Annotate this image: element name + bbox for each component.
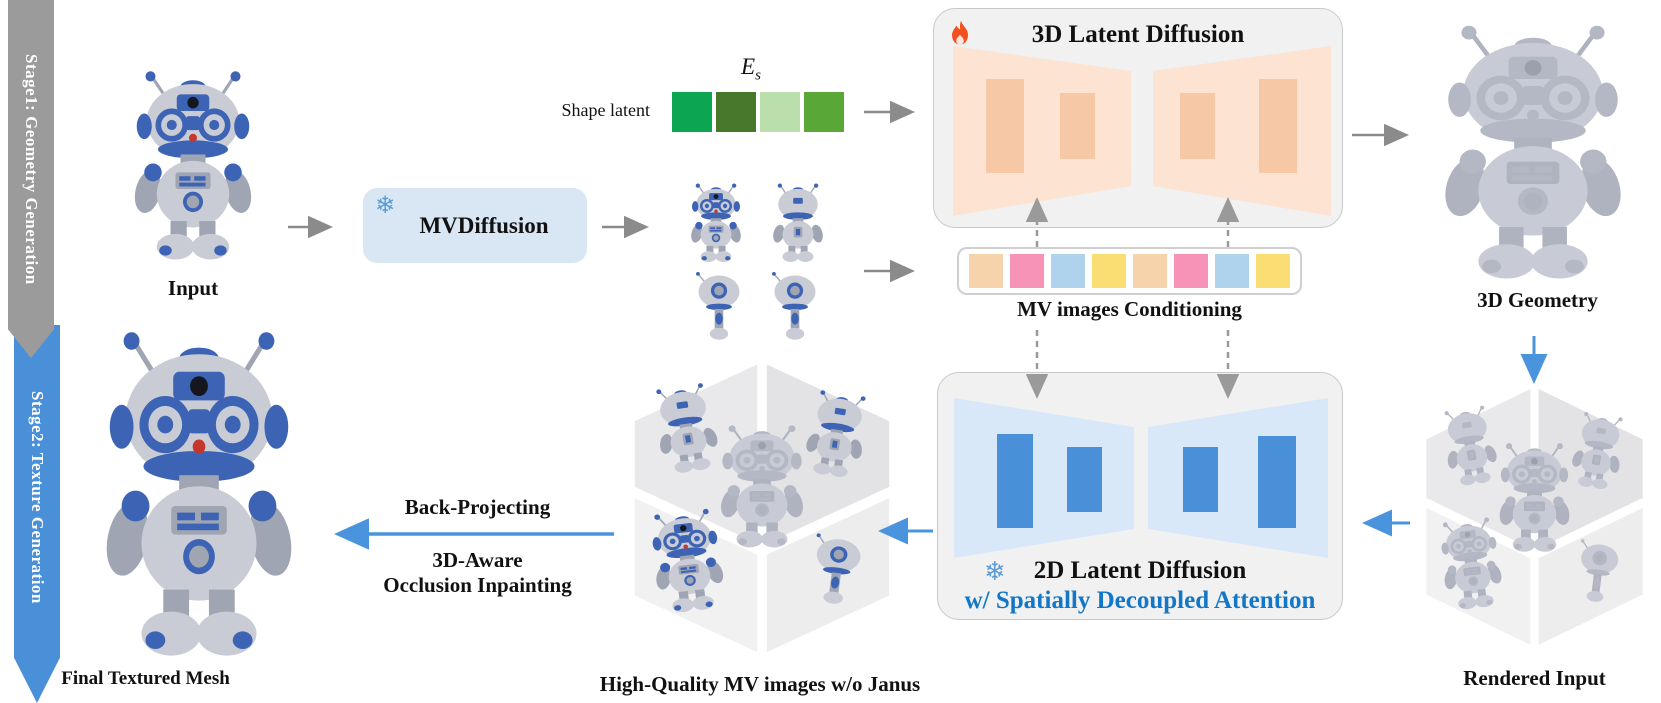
unet-3d-graphic	[953, 46, 1331, 216]
snowflake-icon: ❄	[375, 191, 396, 219]
geometry-label: 3D Geometry	[1477, 288, 1598, 312]
final-mesh-label: Final Textured Mesh	[61, 668, 230, 689]
shape-latent-symbol: Es	[741, 54, 761, 84]
rendered-input-label: Rendered Input	[1463, 666, 1606, 690]
stage2-ribbon: Stage2: Texture Generation	[14, 325, 60, 703]
flame-icon	[952, 20, 968, 45]
back-projecting-label: Back-Projecting	[404, 495, 551, 519]
stage1-ribbon: Stage1: Geometry Generation	[8, 0, 54, 358]
hq-mv-cube	[634, 364, 890, 653]
conditioning-label: MV images Conditioning	[1017, 297, 1242, 321]
conditioning-token	[1010, 254, 1044, 288]
latent-diffusion-2d-title: 2D Latent Diffusion	[1033, 557, 1247, 584]
inpainting-label: Occlusion Inpainting	[383, 573, 572, 597]
conditioning-strip	[957, 247, 1302, 295]
input-robot-image	[118, 70, 268, 262]
snowflake-icon: ❄	[984, 557, 1006, 587]
conditioning-token	[1092, 254, 1126, 288]
conditioning-token	[1256, 254, 1290, 288]
aware-label: 3D-Aware	[432, 548, 523, 572]
multiview-grid-image	[689, 183, 825, 340]
rendered-input-cube	[1426, 389, 1643, 645]
conditioning-token	[1215, 254, 1249, 288]
conditioning-token	[969, 254, 1003, 288]
geometry-robot-image	[1420, 24, 1646, 282]
shape-latent-token	[672, 92, 712, 132]
spatially-decoupled-label: w/ Spatially Decoupled Attention	[964, 587, 1316, 614]
latent-diffusion-3d-title: 3D Latent Diffusion	[1031, 21, 1245, 48]
stage2-ribbon-label: Stage2: Texture Generation	[28, 390, 47, 604]
mvdiffusion-box: ❄ MVDiffusion	[363, 188, 587, 263]
shape-latent-token	[716, 92, 756, 132]
unet-2d-graphic	[954, 398, 1328, 558]
input-label: Input	[167, 276, 219, 300]
final-mesh-image	[80, 330, 318, 660]
shape-latent-label: Shape latent	[561, 100, 650, 120]
conditioning-token	[1133, 254, 1167, 288]
shape-latent-tokens	[672, 92, 844, 132]
shape-latent-token	[804, 92, 844, 132]
latent-diffusion-2d-box: ❄ 2D Latent Diffusion w/ Spatially Decou…	[937, 372, 1343, 620]
latent-diffusion-3d-box: 3D Latent Diffusion	[933, 8, 1343, 228]
mvdiffusion-label: MVDiffusion	[419, 212, 549, 238]
shape-latent-token	[760, 92, 800, 132]
conditioning-token	[1051, 254, 1085, 288]
stage1-ribbon-label: Stage1: Geometry Generation	[22, 53, 41, 285]
hq-mv-label: High-Quality MV images w/o Janus	[599, 672, 921, 696]
conditioning-token	[1174, 254, 1208, 288]
